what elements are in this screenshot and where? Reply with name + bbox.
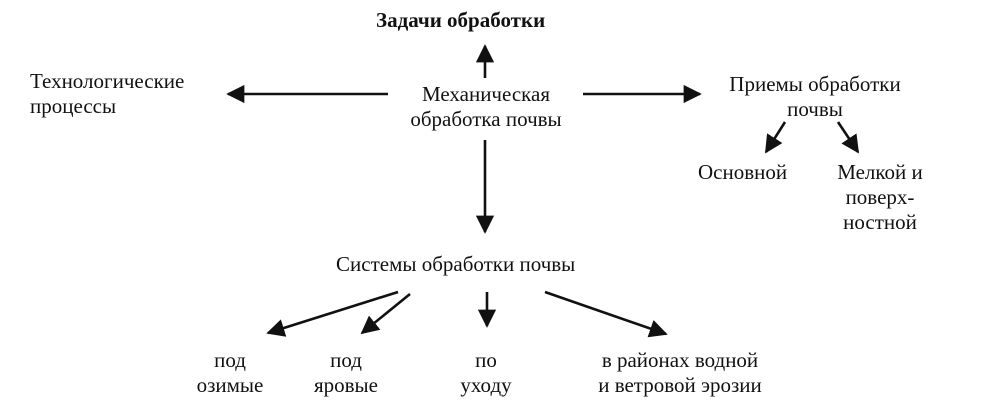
node-main-tillage: Основной bbox=[698, 160, 788, 184]
arrow-to-winter bbox=[266, 290, 399, 337]
node-erosion-areas: в районах водной и ветровой эрозии bbox=[598, 348, 762, 397]
arrow-to-erosion bbox=[544, 290, 668, 338]
node-mechanical-tillage: Механическая обработка почвы bbox=[410, 82, 562, 131]
node-tillage-techniques: Приемы обработки почвы bbox=[729, 72, 901, 121]
arrow-to-spring bbox=[360, 292, 411, 335]
node-tasks: Задачи обработки bbox=[376, 8, 546, 32]
node-technological-processes: Технологические процессы bbox=[30, 69, 185, 118]
arrow-to-shallow bbox=[836, 121, 860, 154]
node-care: по уходу bbox=[460, 348, 512, 397]
node-shallow-surface-tillage: Мелкой и поверх- ностной bbox=[837, 160, 923, 234]
node-spring-crops: под яровые bbox=[313, 348, 378, 397]
arrow-to-main bbox=[764, 121, 787, 154]
node-winter-crops: под озимые bbox=[196, 348, 264, 397]
node-tillage-systems: Системы обработки почвы bbox=[336, 252, 576, 276]
